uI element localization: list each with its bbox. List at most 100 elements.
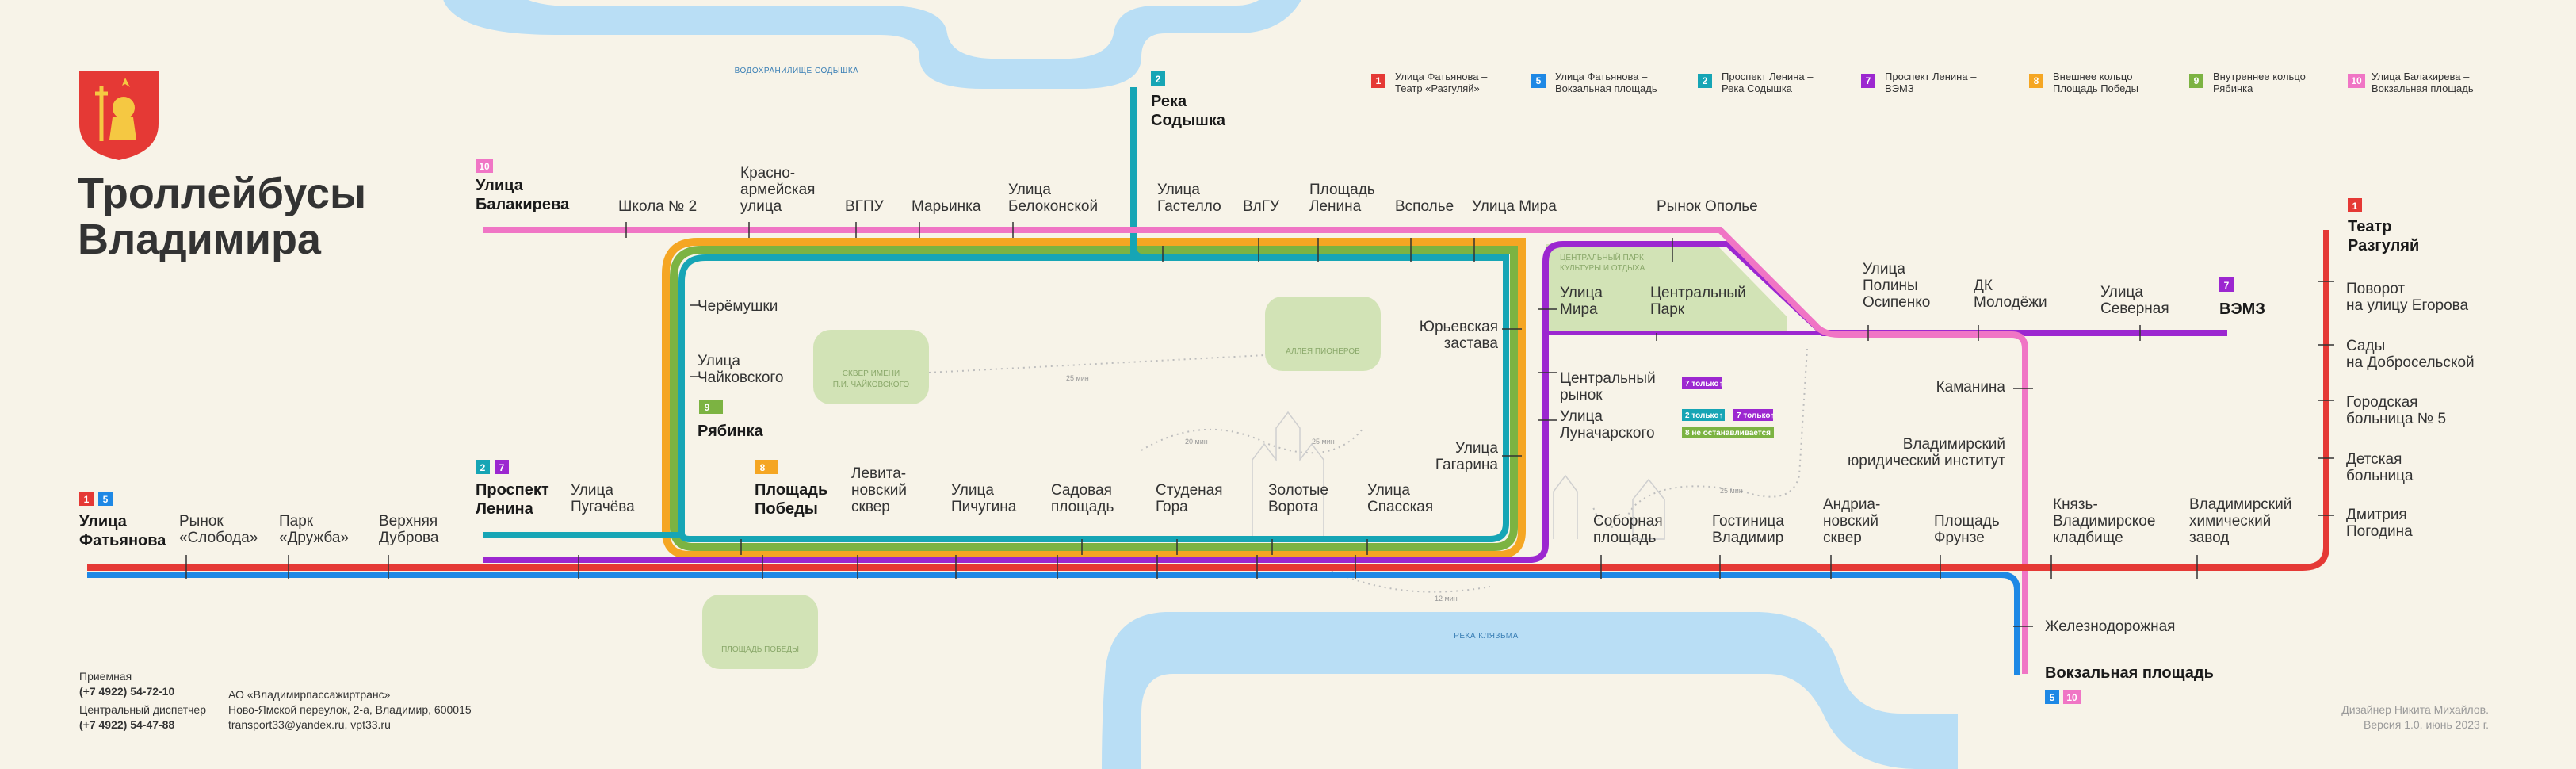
svg-text:Вокзальная площадь: Вокзальная площадь [1555,82,1657,94]
station-gastello-1: Улица [1157,182,1200,198]
svg-text:5: 5 [2050,692,2055,703]
svg-text:2: 2 [1156,74,1161,85]
station-ticks [185,222,2334,627]
terminus-sodyshka-1: Река [1151,93,1187,110]
station-severnaya-1: Улица [2100,284,2143,300]
walk-time-2: 20 мин [1185,438,1208,446]
station-belokonskoy-2: Белоконской [1008,198,1098,215]
svg-text:Рябинка: Рябинка [2213,82,2253,94]
title-line-1: Троллейбусы [78,170,367,217]
svg-text:2 только↑: 2 только↑ [1685,411,1722,420]
svg-text:7: 7 [499,462,505,473]
station-zolotye-2: Ворота [1268,499,1318,515]
svg-text:7: 7 [2224,280,2230,291]
terminus-sodyshka-2: Содышка [1151,112,1226,129]
line-10 [483,227,2028,674]
station-yurinst-2: юридический институт [1848,453,2005,469]
station-park-druzhba-1: Парк [279,513,314,530]
station-himzavod-2: химический [2189,513,2271,530]
walk-time-3: 25 мин [1312,438,1335,446]
svg-text:Улица Фатьянова –: Улица Фатьянова – [1395,71,1488,82]
station-rynok-opole: Рынок Ополье [1657,198,1758,215]
svg-text:9: 9 [705,402,710,413]
svg-text:Театр «Разгуляй»: Театр «Разгуляй» [1395,82,1480,94]
station-pl-lenina-2: Ленина [1309,198,1362,215]
station-central-park-2: Парк [1650,301,1685,318]
terminus-teatr-2: Разгуляй [2348,237,2419,254]
terminus-balakireva-2: Балакирева [476,196,570,213]
company-address: Ново-Ямской переулок, 2-а, Владимир, 600… [228,703,472,716]
terminus-pobedy-1: Площадь [755,481,827,499]
svg-text:7 только↑: 7 только↑ [1685,380,1722,388]
svg-text:10: 10 [479,161,490,172]
svg-text:2: 2 [1703,75,1708,86]
station-frunze-2: Фрунзе [1934,530,1985,546]
station-krasnoarm-1: Красно- [740,165,795,182]
dispatcher-label: Центральный диспетчер [79,703,206,716]
walk-paths [928,348,1808,593]
station-levitanovsky-3: сквер [851,499,890,515]
park-label-pobedy: ПЛОЩАДЬ ПОБЕДЫ [721,645,799,654]
station-polini-3: Осипенко [1863,294,1930,311]
station-ul-mira-2-2: Мира [1560,301,1598,318]
station-bolnitsa-2: больница № 5 [2346,411,2446,427]
river-klyazma [1102,612,1958,769]
terminus-vokzal: Вокзальная площадь [2045,664,2214,682]
svg-text:8: 8 [760,462,766,473]
station-yurinst-1: Владимирский [1903,436,2005,453]
terminus-fatyanova-1: Улица [79,513,128,530]
line-9-ring [670,246,1518,551]
park-pioneers [1265,297,1381,371]
station-sady-2: на Добросельской [2346,354,2475,371]
station-pichugina-1: Улица [951,482,994,499]
station-gostinitsa-1: Гостиница [1712,513,1784,530]
station-krasnoarm-3: улица [740,198,782,215]
station-detskaya-2: больница [2346,468,2414,484]
terminus-balakireva-1: Улица [476,177,524,194]
terminus-prospekt-1: Проспект [476,481,549,499]
station-tchaikovskogo-1: Улица [698,353,740,369]
station-central-rynok-1: Центральный [1560,370,1656,387]
station-krasnoarm-2: армейская [740,182,815,198]
station-gagarina-2: Гагарина [1435,457,1499,473]
svg-text:ВЭМЗ: ВЭМЗ [1885,82,1914,94]
station-central-park-1: Центральный [1650,285,1746,301]
svg-text:Внутреннее кольцо: Внутреннее кольцо [2213,71,2306,82]
station-spasskaya-2: Спасская [1367,499,1433,515]
station-sobornaya-2: площадь [1593,530,1656,546]
station-lunacharskogo-1: Улица [1560,408,1603,425]
line-8-ring [662,238,1526,559]
station-gagarina-1: Улица [1455,440,1498,457]
svg-text:Улица Балакирева –: Улица Балакирева – [2372,71,2470,82]
svg-text:10: 10 [2351,75,2362,86]
park-label-tchaikovsky-1: СКВЕР ИМЕНИ [843,369,900,378]
station-frunze-1: Площадь [1934,513,2000,530]
park-pobedy [702,595,818,669]
park-tchaikovsky [813,330,929,404]
svg-text:1: 1 [84,494,90,505]
station-detskaya-1: Детская [2346,451,2402,468]
station-dk-1: ДК [1974,277,1993,294]
station-lunacharskogo-2: Луначарского [1560,425,1655,442]
svg-text:8: 8 [2034,75,2039,86]
station-knyaz-2: Владимирское [2053,513,2155,530]
svg-text:7: 7 [1866,75,1871,86]
station-zheleznodor: Железнодорожная [2045,618,2175,635]
station-pugacheva-1: Улица [571,482,613,499]
svg-text:8 не останавливается: 8 не останавливается [1685,429,1771,438]
svg-text:7 только↑: 7 только↑ [1737,411,1774,420]
svg-text:5: 5 [103,494,109,505]
station-himzavod-3: завод [2189,530,2229,546]
river-sodyshka [443,0,1301,89]
station-belokonskoy-1: Улица [1008,182,1051,198]
park-central [1546,244,1787,333]
walk-time-4: 25 мин [1720,487,1743,495]
walk-time-1: 25 мин [1066,374,1089,382]
station-sadovaya-1: Садовая [1051,482,1112,499]
park-label-central-1: ЦЕНТРАЛЬНЫЙ ПАРК [1560,252,1644,262]
station-kamanina: Каманина [1936,379,2006,396]
line-5 [87,572,2020,675]
station-maryinka: Марьинка [912,198,981,215]
